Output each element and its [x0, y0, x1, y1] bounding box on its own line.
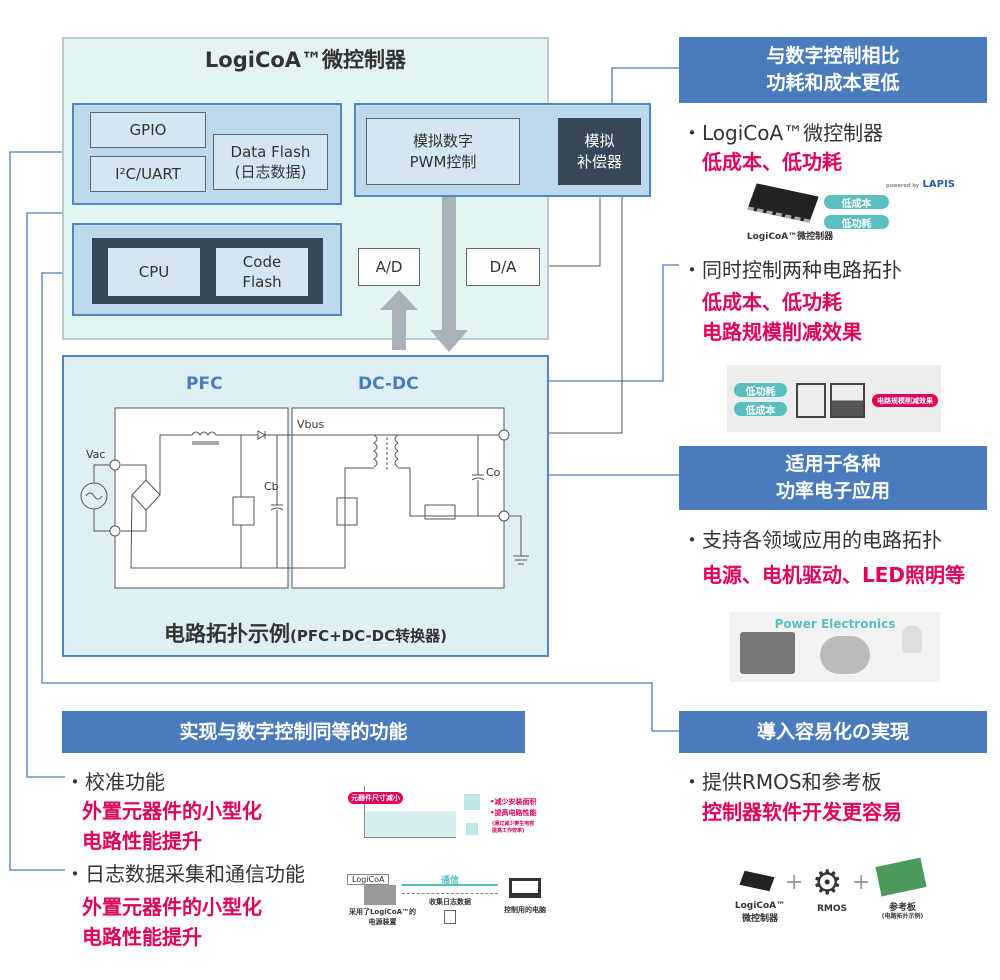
header-digital-equivalent: 实现与数字控制同等的功能: [62, 711, 525, 753]
collect-line: [402, 893, 498, 894]
red-low-cost-power: 低成本、低功耗: [702, 150, 842, 174]
red-circuit-reduction: 低成本、低功耗 电路规模削减效果: [702, 290, 862, 344]
gear-icon: ⚙: [812, 863, 843, 903]
led-bulb-icon: [902, 625, 922, 653]
bullet-logicoa: ・LogiCoA™微控制器: [682, 121, 884, 145]
kit-board-label: 参考板: [888, 903, 916, 913]
dcdc-label: DC-DC: [358, 374, 419, 394]
analog-compensator-block: 模拟 补偿器: [558, 118, 641, 185]
header-power-electronics: 适用于各种 功率电子应用: [679, 446, 987, 510]
bullet-logging: ・日志数据采集和通信功能: [65, 862, 305, 886]
img-tag-circuit-reduction: 电路规模削减效果: [872, 394, 938, 407]
caption-sub: (PFC+DC-DC转换器): [289, 627, 448, 645]
collect-label: 收集日志数据: [429, 898, 471, 906]
pill-low-power: 低功耗: [824, 215, 889, 230]
kit-board-sub: (电路拓扑示例): [881, 913, 924, 920]
motor-icon: [820, 636, 870, 674]
red-logging: 外置元器件的小型化 电路性能提升: [82, 895, 262, 949]
i2c-uart-block: I²C/UART: [90, 156, 206, 192]
gpio-block: GPIO: [90, 112, 206, 148]
circuit-caption: 电路拓扑示例(PFC+DC-DC转换器): [62, 618, 549, 648]
img-pill-low-cost: 低成本: [734, 402, 787, 417]
bullet-rmos: ・提供RMOS和参考板: [682, 770, 882, 794]
power-device-icon: [364, 885, 396, 905]
co-label: Co: [486, 466, 501, 479]
header-low-power-cost: 与数字控制相比 功耗和成本更低: [679, 37, 987, 103]
laptop-icon: [509, 878, 541, 898]
bullet-topologies: ・支持各领域应用的电路拓扑: [682, 528, 942, 552]
comm-line: [402, 884, 498, 886]
cube-large-icon: [464, 794, 480, 810]
benefit-area: •减少安装面积: [490, 798, 537, 806]
img-pill-low-power: 低功耗: [734, 383, 787, 398]
plus-1: +: [785, 870, 804, 895]
header-easy-introduction: 導入容易化の実現: [679, 711, 987, 753]
da-block: D/A: [466, 248, 540, 286]
pfc-label: PFC: [186, 374, 223, 394]
battery-icon: [796, 383, 826, 418]
comm-label: 通信: [440, 876, 459, 886]
vac-label: Vac: [86, 448, 106, 461]
power-supply-icon: [740, 632, 795, 674]
file-icon: [444, 910, 456, 924]
cube-small-icon: [466, 823, 478, 835]
lapis-logo: powered by LAPIS: [886, 179, 955, 190]
vbus-label: Vbus: [297, 418, 325, 431]
red-easy-dev: 控制器软件开发更容易: [702, 800, 902, 824]
mcu-title: LogiCoA™微控制器: [204, 48, 407, 72]
power-electronics-label: Power Electronics: [774, 617, 896, 631]
red-calibration: 外置元器件的小型化 电路性能提升: [82, 799, 262, 853]
benefit-note: (通过减少寄生电容 提高工作效率): [492, 821, 535, 834]
chip-label: LogiCoA™微控制器: [746, 232, 834, 242]
pill-low-cost: 低成本: [824, 195, 889, 210]
red-applications: 电源、电机驱动、LED照明等: [702, 563, 966, 587]
logicoa-tag: LogiCoA: [347, 874, 390, 885]
ad-block: A/D: [358, 248, 420, 286]
cb-label: Cb: [264, 480, 279, 493]
plus-2: +: [852, 870, 871, 895]
device-label: 采用了LogiCoA™的 电源装置: [348, 908, 417, 926]
up-arrow-icon: [380, 290, 418, 350]
cpu-block: CPU: [108, 248, 200, 296]
caption-main: 电路拓扑示例: [163, 622, 290, 646]
code-flash-block: Code Flash: [216, 248, 308, 296]
down-arrow-icon: [430, 197, 468, 352]
pwm-control-block: 模拟数字 PWM控制: [366, 118, 520, 185]
kit-rmos-label: RMOS: [816, 904, 848, 914]
data-flash-block: Data Flash (日志数据): [213, 134, 328, 190]
kit-chip-label: LogiCoA™ 微控制器: [734, 901, 786, 924]
chip-shrink-icon: [830, 383, 865, 418]
bullet-calibration: ・校准功能: [65, 770, 165, 794]
benefit-performance: •提高电路性能: [490, 809, 537, 817]
size-reduction-tag: 元器件尺寸减小: [348, 792, 403, 804]
bullet-dual-topology: ・同时控制两种电路拓扑: [682, 258, 902, 282]
pc-label: 控制用的电脑: [504, 906, 546, 914]
